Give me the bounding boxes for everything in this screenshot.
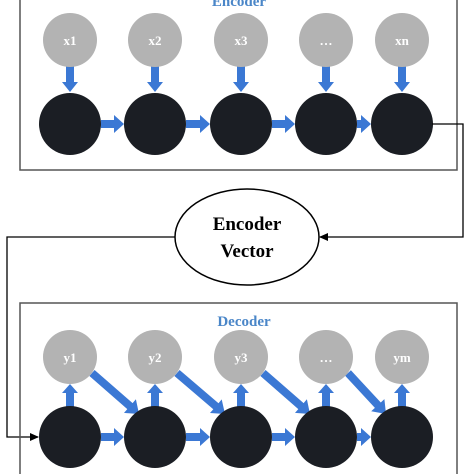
decoder-output-node: y1	[43, 330, 97, 384]
decoder-output-arrow	[318, 384, 334, 407]
vector-to-decoder-connector	[6, 236, 175, 441]
encoder-input-node: …	[299, 13, 353, 67]
encoder-input-arrow	[394, 64, 410, 92]
decoder-output-node-circle	[128, 330, 182, 384]
decoder-output-arrow	[147, 384, 163, 407]
decoder-panel	[19, 302, 458, 474]
encoder-hidden-node	[210, 93, 272, 155]
decoder-output-node: y3	[214, 330, 268, 384]
decoder-feedback-arrow	[345, 370, 386, 414]
decoder-output-node-label: y3	[235, 350, 249, 365]
encoder-input-node: x1	[43, 13, 97, 67]
encoder-input-node-label: x3	[235, 33, 249, 48]
decoder-output-node-label: y1	[64, 350, 77, 365]
encoder-hidden-node	[124, 93, 186, 155]
decoder-output-node-label: ym	[393, 350, 411, 365]
decoder-output-arrow	[62, 384, 78, 407]
decoder-output-node: ym	[375, 330, 429, 384]
decoder-output-node-circle	[299, 330, 353, 384]
decoder-feedback-arrow	[174, 370, 225, 414]
encoder-vector-label-line1: Encoder	[213, 214, 282, 235]
decoder-hidden-node	[124, 406, 186, 468]
decoder-output-arrow	[394, 384, 410, 407]
encoder-recurrent-arrow	[357, 115, 371, 133]
decoder-output-node-circle	[375, 330, 429, 384]
encoder-hidden-node	[371, 93, 433, 155]
encoder-to-vector-connector	[319, 123, 464, 241]
decoder-output-node: y2	[128, 330, 182, 384]
decoder-recurrent-arrow	[272, 428, 295, 446]
encoder-input-arrow	[147, 64, 163, 92]
encoder-input-node-circle	[43, 13, 97, 67]
decoder-recurrent-arrow	[357, 428, 371, 446]
encoder-input-node-circle	[375, 13, 429, 67]
encoder-input-node-label: …	[320, 33, 333, 48]
encoder-input-node-circle	[214, 13, 268, 67]
encoder-input-arrow	[62, 64, 78, 92]
decoder-feedback-arrow	[260, 370, 310, 414]
encoder-input-node: x2	[128, 13, 182, 67]
decoder-hidden-node	[295, 406, 357, 468]
encoder-input-arrow	[318, 64, 334, 92]
encoder-input-node: xn	[375, 13, 429, 67]
decoder-output-node-circle	[214, 330, 268, 384]
decoder-output-arrow	[233, 384, 249, 407]
decoder-output-node: …	[299, 330, 353, 384]
decoder-recurrent-arrow	[101, 428, 124, 446]
decoder-output-node-label: …	[320, 350, 333, 365]
encoder-panel	[19, 0, 458, 171]
encoder-vector-label-line2: Vector	[220, 241, 274, 262]
encoder-hidden-node	[295, 93, 357, 155]
decoder-hidden-node	[39, 406, 101, 468]
decoder-recurrent-arrow	[186, 428, 210, 446]
encoder-input-node-label: x2	[149, 33, 162, 48]
encoder-recurrent-arrow	[186, 115, 210, 133]
encoder-hidden-node	[39, 93, 101, 155]
decoder-output-node-label: y2	[149, 350, 162, 365]
decoder-output-node-circle	[43, 330, 97, 384]
decoder-hidden-node	[371, 406, 433, 468]
decoder-feedback-arrow	[89, 370, 139, 414]
encoder-title: Encoder	[212, 0, 267, 10]
encoder-input-node-circle	[128, 13, 182, 67]
encoder-input-node: x3	[214, 13, 268, 67]
encoder-input-arrow	[233, 64, 249, 92]
encoder-input-node-label: xn	[395, 33, 410, 48]
encoder-input-node-label: x1	[64, 33, 77, 48]
encoder-vector-node	[174, 188, 320, 286]
decoder-title: Decoder	[217, 314, 271, 330]
encoder-recurrent-arrow	[101, 115, 124, 133]
encoder-recurrent-arrow	[272, 115, 295, 133]
encoder-input-node-circle	[299, 13, 353, 67]
decoder-hidden-node	[210, 406, 272, 468]
